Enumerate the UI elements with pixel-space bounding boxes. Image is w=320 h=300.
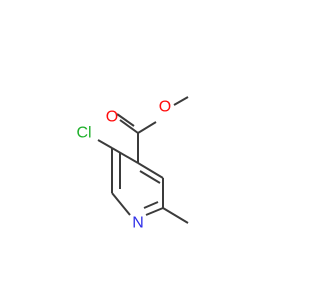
bond-c6-methyl: [162, 207, 189, 224]
bond-c3-cl: [97, 139, 113, 149]
bond-c4-c5: [137, 162, 164, 179]
bond-carbonyl-c-o-double: [119, 119, 139, 134]
atom-chlorine: Cl: [76, 125, 91, 142]
bond-c4-c3: [111, 147, 139, 164]
molecule-structure-diagram: O O Cl N: [76, 96, 189, 232]
bond-n-c6-inner: [143, 201, 159, 209]
atom-o-ether: O: [159, 99, 171, 116]
bond-carbonyl-c-o-ether: [137, 121, 157, 134]
bond-c4-c5-inner: [139, 170, 161, 184]
bond-n-c6: [145, 207, 164, 216]
bond-carbonyl-c-o-double-inner: [116, 113, 135, 127]
bond-c2-n: [111, 192, 131, 216]
atom-nitrogen: N: [132, 215, 144, 232]
atom-o-carbonyl: O: [106, 109, 118, 126]
bond-o-ether-methyl: [173, 96, 189, 106]
